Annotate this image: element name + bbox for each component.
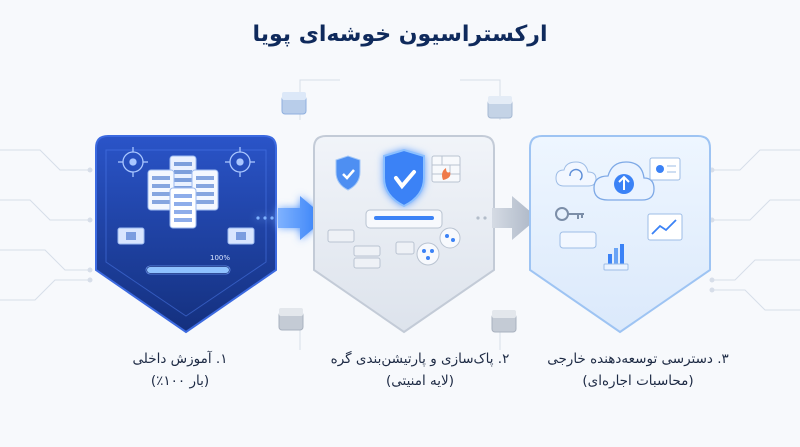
stage-3-title: ۳. دسترسی توسعه‌دهنده خارجی (547, 351, 729, 367)
page-title: ارکستراسیون خوشه‌ای پویا (252, 22, 548, 47)
network-node-icon (416, 242, 440, 266)
flow-arrow-1 (256, 196, 326, 240)
progress-label: 100% (210, 254, 231, 262)
settings-panel-icon (649, 157, 681, 181)
stage-1-subtitle: (بار ۱۰۰٪) (150, 373, 210, 389)
node-stack-icon (395, 241, 415, 255)
node-stack-icon (353, 245, 381, 269)
shield-check-icon (383, 148, 425, 208)
floating-cube-top-left (281, 92, 307, 115)
stage-3-subtitle: (محاسبات اجاره‌ای) (582, 373, 694, 389)
stage-3-caption: ۳. دسترسی توسعه‌دهنده خارجی (محاسبات اجا… (518, 348, 758, 392)
firewall-icon (431, 155, 461, 183)
cloud-upload-icon (593, 161, 655, 201)
chip-icon (117, 227, 145, 245)
floating-cube-top-right (487, 96, 513, 119)
shield-check-icon (335, 155, 361, 191)
stage-1-title: ۱. آموزش داخلی (132, 351, 228, 367)
flow-arrow-2 (476, 196, 538, 240)
progress-bar (145, 265, 231, 275)
progress-bar-fill (147, 267, 229, 273)
stage-1-caption: ۱. آموزش داخلی (بار ۱۰۰٪) (65, 348, 295, 392)
chip-icon (227, 227, 255, 245)
stage-2-panel (313, 135, 495, 334)
floating-cube-bottom-right (491, 310, 517, 333)
key-icon (555, 207, 584, 221)
chart-icon (603, 244, 629, 271)
network-node-icon (439, 227, 461, 249)
stage-2-caption: ۲. پاک‌سازی و پارتیشن‌بندی گره (لایه امن… (300, 348, 540, 392)
stage-2-title: ۲. پاک‌سازی و پارتیشن‌بندی گره (330, 351, 510, 367)
network-node-icon (225, 147, 255, 177)
cloud-sync-icon (555, 161, 597, 187)
network-node-icon (118, 147, 148, 177)
router-icon (365, 209, 443, 229)
chart-icon (647, 213, 683, 241)
stage-2-subtitle: (لایه امنیتی) (386, 373, 454, 389)
node-stack-icon (327, 229, 355, 243)
floating-cube-bottom-left (278, 308, 304, 331)
server-rack-icon (147, 155, 219, 229)
stage-1-panel (95, 135, 277, 334)
device-box-icon (559, 231, 597, 249)
